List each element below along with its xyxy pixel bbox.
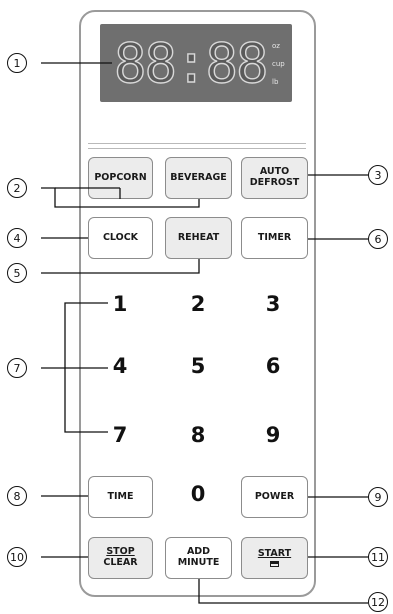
callout-1-label: 1 (13, 56, 21, 70)
start-button[interactable]: START (241, 537, 308, 579)
start-label: START (257, 547, 292, 559)
divider-line (88, 148, 306, 149)
time-button[interactable]: TIME (88, 476, 153, 518)
callout-2-label: 2 (13, 181, 21, 195)
callout-9-label: 9 (374, 490, 382, 504)
stop-clear-button[interactable]: STOP CLEAR (88, 537, 153, 579)
add-minute-label-line2: MINUTE (177, 557, 220, 568)
clear-label: CLEAR (103, 557, 138, 568)
keypad-8[interactable]: 8 (190, 423, 206, 447)
callout-10: 10 (7, 547, 27, 567)
auto-defrost-button[interactable]: AUTO DEFROST (241, 157, 308, 199)
timer-label: TIMER (257, 231, 292, 243)
clock-label: CLOCK (102, 231, 139, 243)
keypad-4[interactable]: 4 (112, 354, 128, 378)
auto-defrost-label-line2: DEFROST (249, 177, 300, 188)
keypad-9[interactable]: 9 (265, 423, 281, 447)
callout-11-label: 11 (371, 550, 385, 564)
callout-3-label: 3 (374, 168, 382, 182)
callout-7-label: 7 (13, 361, 21, 375)
keypad-5[interactable]: 5 (190, 354, 206, 378)
beverage-label: BEVERAGE (170, 171, 227, 183)
popcorn-label: POPCORN (94, 171, 147, 183)
timer-button[interactable]: TIMER (241, 217, 308, 259)
callout-10-label: 10 (10, 550, 24, 564)
callout-5: 5 (7, 263, 27, 283)
callout-12: 12 (368, 592, 388, 612)
keypad-1[interactable]: 1 (112, 292, 128, 316)
keypad-6[interactable]: 6 (265, 354, 281, 378)
callout-12-label: 12 (371, 595, 385, 609)
clock-button[interactable]: CLOCK (88, 217, 153, 259)
reheat-button[interactable]: REHEAT (165, 217, 232, 259)
keypad-7[interactable]: 7 (112, 423, 128, 447)
lock-icon (270, 561, 279, 568)
display-digits: 88:88 (113, 31, 269, 95)
callout-4: 4 (7, 228, 27, 248)
callout-3: 3 (368, 165, 388, 185)
stop-label: STOP (106, 546, 135, 558)
callout-6: 6 (368, 229, 388, 249)
auto-defrost-label-line1: AUTO (259, 166, 290, 178)
add-minute-button[interactable]: ADD MINUTE (165, 537, 232, 579)
unit-lb: lb (272, 78, 279, 86)
power-button[interactable]: POWER (241, 476, 308, 518)
unit-cup: cup (272, 60, 285, 68)
keypad-2[interactable]: 2 (190, 292, 206, 316)
unit-oz: oz (272, 42, 280, 50)
power-label: POWER (254, 490, 295, 502)
callout-5-label: 5 (13, 266, 21, 280)
callout-8-label: 8 (13, 489, 21, 503)
beverage-button[interactable]: BEVERAGE (165, 157, 232, 199)
callout-6-label: 6 (374, 232, 382, 246)
callout-7: 7 (7, 358, 27, 378)
callout-4-label: 4 (13, 231, 21, 245)
callout-8: 8 (7, 486, 27, 506)
keypad-0[interactable]: 0 (190, 482, 206, 506)
callout-11: 11 (368, 547, 388, 567)
reheat-label: REHEAT (177, 231, 220, 243)
display-window: 88:88 oz cup lb (100, 24, 292, 102)
keypad-3[interactable]: 3 (265, 292, 281, 316)
callout-9: 9 (368, 487, 388, 507)
callout-2: 2 (7, 178, 27, 198)
callout-1: 1 (7, 53, 27, 73)
add-minute-label-line1: ADD (186, 546, 211, 558)
divider-line (88, 143, 306, 144)
time-label: TIME (107, 490, 134, 502)
